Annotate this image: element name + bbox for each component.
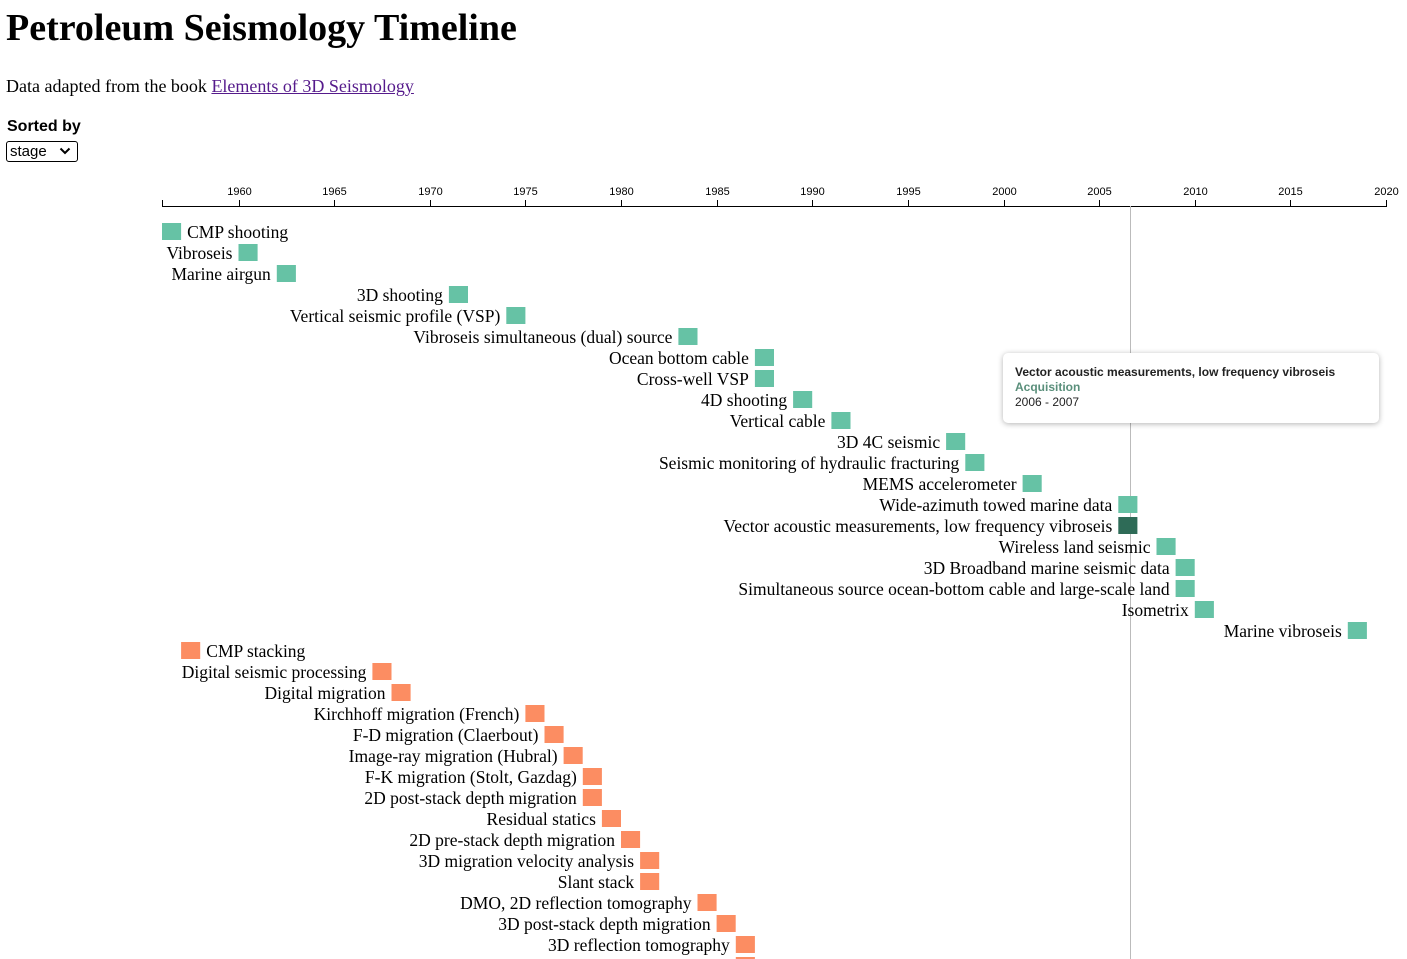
- event-bar[interactable]: [372, 663, 392, 680]
- timeline-svg: 1960 1965 1970 1975 1980 1985 1990 1995 2000 2005…: [162, 186, 1399, 959]
- event-label: 3D reflection tomography: [548, 935, 730, 955]
- x-tick-label: 2005: [1087, 186, 1111, 198]
- event-bar[interactable]: [162, 223, 182, 240]
- event-bar[interactable]: [544, 726, 564, 743]
- timeline-chart: 1960 1965 1970 1975 1980 1985 1990 1995 2000 2005…: [0, 175, 1407, 959]
- event-bar[interactable]: [238, 244, 258, 261]
- book-link[interactable]: Elements of 3D Seismology: [211, 76, 414, 96]
- event-label: Vibroseis simultaneous (dual) source: [413, 327, 672, 347]
- event-label: Vibroseis: [166, 243, 232, 263]
- x-tick-label: 1995: [896, 186, 920, 198]
- event-bar[interactable]: [1347, 622, 1367, 639]
- x-tick-label: 2020: [1374, 186, 1398, 198]
- subtitle-text: Data adapted from the book: [6, 76, 212, 96]
- event-bar[interactable]: [965, 454, 985, 471]
- event-bar[interactable]: [621, 831, 641, 848]
- x-tick-label: 1990: [800, 186, 824, 198]
- event-bar[interactable]: [1118, 517, 1138, 534]
- event-label: Simultaneous source ocean-bottom cable a…: [738, 579, 1169, 599]
- event-label: CMP stacking: [206, 641, 305, 661]
- event-bar[interactable]: [1156, 538, 1176, 555]
- event-label: F-K migration (Stolt, Gazdag): [365, 767, 577, 787]
- x-tick-label: 1980: [609, 186, 633, 198]
- x-tick-label: 2000: [992, 186, 1016, 198]
- event-label: 3D Broadband marine seismic data: [924, 558, 1170, 578]
- event-label: Marine vibroseis: [1224, 621, 1342, 641]
- event-bar[interactable]: [716, 915, 736, 932]
- event-bar[interactable]: [697, 894, 717, 911]
- x-tick-label: 2010: [1183, 186, 1207, 198]
- tooltip-stage: Acquisition: [1015, 380, 1081, 394]
- x-tick-label: 1960: [227, 186, 251, 198]
- event-label: Vertical seismic profile (VSP): [290, 306, 501, 326]
- event-label: Digital migration: [264, 683, 385, 703]
- event-label: Digital seismic processing: [182, 662, 367, 682]
- x-tick-label: 1985: [705, 186, 729, 198]
- event-label: 3D 4C seismic: [837, 432, 940, 452]
- x-tick-label: 2015: [1278, 186, 1302, 198]
- event-bar[interactable]: [276, 265, 296, 282]
- event-label: 3D migration velocity analysis: [419, 851, 634, 871]
- event-bar[interactable]: [793, 391, 813, 408]
- event-bar[interactable]: [506, 307, 526, 324]
- event-bar[interactable]: [1118, 496, 1138, 513]
- event-label: Vector acoustic measurements, low freque…: [724, 516, 1113, 536]
- event-label: 3D post-stack depth migration: [498, 914, 711, 934]
- event-bar[interactable]: [640, 873, 660, 890]
- event-label: Marine airgun: [171, 264, 271, 284]
- event-bar[interactable]: [735, 957, 755, 959]
- event-label: Isometrix: [1122, 600, 1189, 620]
- event-bar[interactable]: [1175, 559, 1195, 576]
- event-label: 4D shooting: [701, 390, 787, 410]
- event-label: Vertical cable: [730, 411, 826, 431]
- event-label: Slant stack: [558, 872, 635, 892]
- event-label: CMP shooting: [187, 222, 288, 242]
- event-bar[interactable]: [678, 328, 698, 345]
- x-tick-label: 1965: [322, 186, 346, 198]
- event-bar[interactable]: [1175, 580, 1195, 597]
- event-bar[interactable]: [754, 349, 774, 366]
- x-axis: 1960 1965 1970 1975 1980 1985 1990 1995 2000 2005…: [162, 186, 1399, 207]
- event-label: Residual statics: [487, 809, 597, 829]
- subtitle: Data adapted from the book Elements of 3…: [6, 74, 414, 98]
- event-label: Wide-azimuth towed marine data: [879, 495, 1112, 515]
- event-label: MEMS accelerometer: [863, 474, 1017, 494]
- event-bar[interactable]: [735, 936, 755, 953]
- event-bar[interactable]: [831, 412, 851, 429]
- event-bar[interactable]: [601, 810, 621, 827]
- x-tick-label: 1970: [418, 186, 442, 198]
- sort-select[interactable]: stage: [6, 141, 78, 162]
- event-label: Kirchhoff migration (French): [314, 704, 520, 724]
- event-bar[interactable]: [754, 370, 774, 387]
- event-label: 2D pre-stack depth migration: [409, 830, 615, 850]
- event-bar[interactable]: [582, 789, 602, 806]
- tooltip: Vector acoustic measurements, low freque…: [1003, 353, 1379, 423]
- event-bar[interactable]: [525, 705, 545, 722]
- event-bar[interactable]: [391, 684, 411, 701]
- event-label: 2D post-stack depth migration: [364, 788, 577, 808]
- event-label: Seismic monitoring of hydraulic fracturi…: [659, 453, 960, 473]
- event-label: F-D migration (Claerbout): [353, 725, 539, 745]
- x-tick-label: 1975: [513, 186, 537, 198]
- event-label: 3D shooting: [357, 285, 443, 305]
- event-bar[interactable]: [563, 747, 583, 764]
- event-bar[interactable]: [640, 852, 660, 869]
- event-label: Ocean bottom cable: [609, 348, 749, 368]
- event-bar[interactable]: [1022, 475, 1042, 492]
- event-label: Wireless land seismic: [999, 537, 1151, 557]
- x-axis-domain: [162, 200, 1387, 207]
- event-bar[interactable]: [946, 433, 966, 450]
- event-bar[interactable]: [1194, 601, 1214, 618]
- page-title: Petroleum Seismology Timeline: [6, 7, 517, 49]
- event-label: DMO, 2D reflection tomography: [460, 893, 692, 913]
- event-bar[interactable]: [448, 286, 468, 303]
- event-bar[interactable]: [181, 642, 201, 659]
- event-label: Cross-well VSP: [637, 369, 749, 389]
- tooltip-years: 2006 - 2007: [1015, 395, 1080, 409]
- event-bar[interactable]: [582, 768, 602, 785]
- sort-label: Sorted by: [7, 118, 81, 135]
- tooltip-title: Vector acoustic measurements, low freque…: [1015, 365, 1336, 379]
- event-label: Image-ray migration (Hubral): [349, 746, 558, 766]
